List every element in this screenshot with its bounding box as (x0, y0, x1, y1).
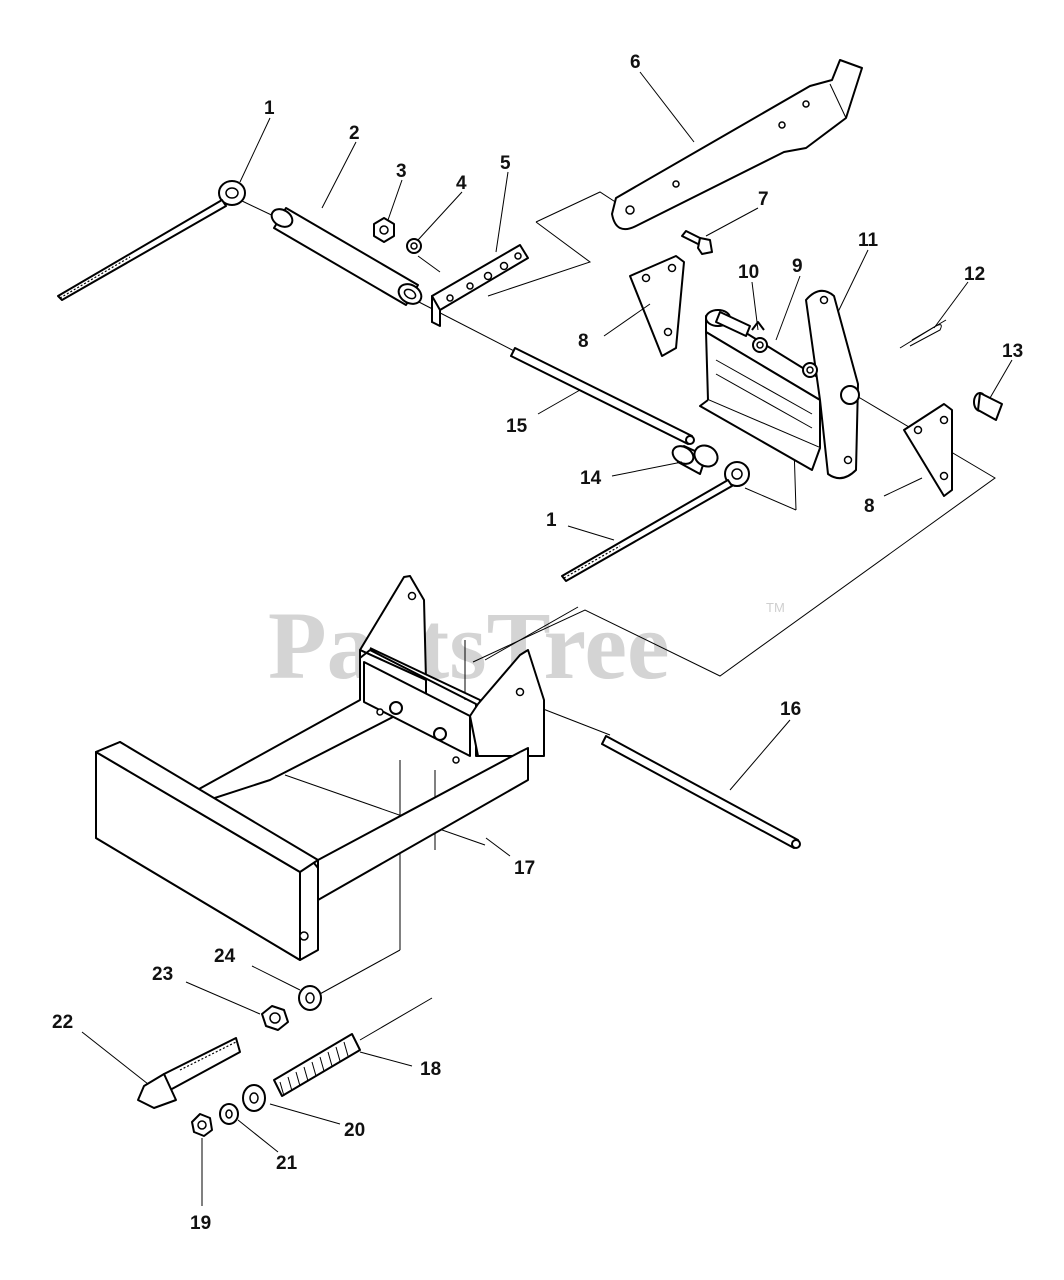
rod-15 (510, 347, 695, 445)
bolt-7 (681, 230, 713, 255)
callout-19: 19 (190, 1213, 211, 1234)
nut-23 (261, 1005, 289, 1031)
eyebolt-lower (561, 461, 750, 582)
plate-5 (431, 244, 529, 327)
callout-24: 24 (214, 946, 236, 967)
eyebolt-upper (57, 180, 246, 301)
callout-8-upper: 8 (578, 331, 589, 352)
bolt-22 (137, 1037, 241, 1109)
leader-lines (81, 71, 1013, 1206)
callout-10: 10 (738, 262, 759, 283)
callout-7: 7 (758, 189, 769, 210)
callout-2: 2 (349, 123, 360, 144)
callout-23: 23 (152, 964, 173, 985)
gusset-8-lower (903, 403, 953, 497)
callout-3: 3 (396, 161, 407, 182)
washer-4 (406, 238, 422, 254)
lockwasher-24 (298, 985, 322, 1011)
frame-17 (95, 575, 545, 961)
hairpin-12 (899, 319, 947, 349)
clevis-pin-13 (973, 392, 1003, 421)
callout-5: 5 (500, 153, 511, 174)
callout-20: 20 (344, 1120, 365, 1141)
callout-1-lower: 1 (546, 510, 557, 531)
callout-4: 4 (456, 173, 467, 194)
callout-18: 18 (420, 1059, 441, 1080)
watermark: PartsTree (268, 592, 670, 699)
callout-17: 17 (514, 858, 535, 879)
watermark-trademark: TM (766, 600, 785, 615)
washer-20 (242, 1084, 266, 1112)
rod-16 (601, 735, 801, 849)
callout-8-lower: 8 (864, 496, 875, 517)
nut-19 (191, 1113, 213, 1137)
callout-21: 21 (276, 1153, 298, 1174)
callout-16: 16 (780, 699, 801, 720)
callout-15: 15 (506, 416, 528, 437)
tube (270, 207, 423, 306)
spring-18 (273, 1033, 361, 1097)
callout-13: 13 (1002, 341, 1023, 362)
callout-22: 22 (52, 1012, 73, 1033)
gusset-8-upper (629, 255, 685, 357)
nut-3 (373, 217, 395, 243)
callout-12: 12 (964, 264, 985, 285)
callout-1-upper: 1 (264, 98, 275, 119)
washer-21 (219, 1103, 239, 1125)
callout-14: 14 (580, 468, 602, 489)
callout-labels: 1 2 3 4 5 6 7 8 9 10 11 12 13 14 15 8 1 … (52, 52, 1023, 1234)
callout-11: 11 (858, 230, 879, 251)
spacer-14 (671, 444, 719, 475)
callout-9: 9 (792, 256, 803, 277)
pivot-bracket (699, 289, 860, 480)
callout-6: 6 (630, 52, 641, 73)
arm-6 (611, 59, 863, 230)
